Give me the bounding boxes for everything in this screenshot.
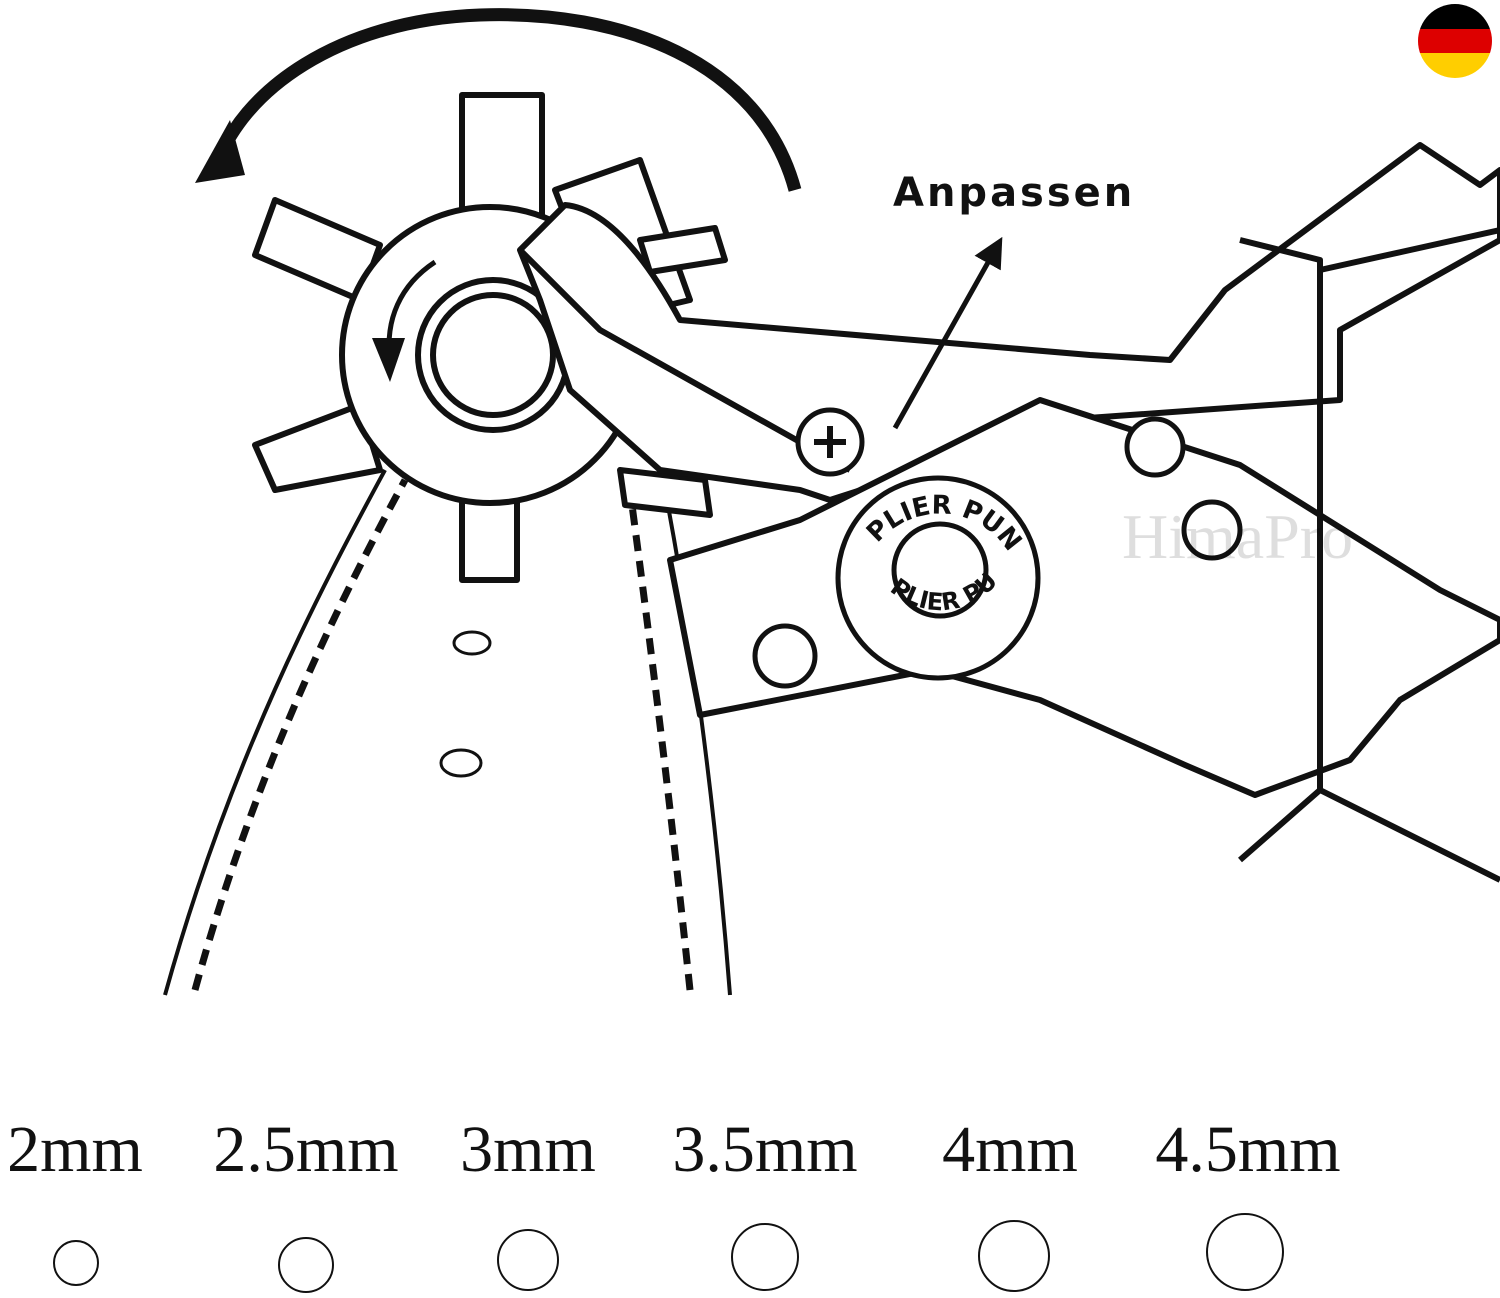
turret-rotation-arrow-icon [372, 259, 437, 382]
hole-size-item: 4mm [900, 1105, 1120, 1292]
hole-circle [1206, 1213, 1284, 1291]
hole-size-item: 4.5mm [1138, 1105, 1358, 1291]
rotation-arrow-icon [195, 8, 802, 192]
hole-circle [731, 1223, 799, 1291]
watermark: HimaPro [1122, 501, 1354, 572]
hole-size-item: 2mm [0, 1105, 185, 1286]
hole-size-label: 4.5mm [1155, 1113, 1341, 1186]
hole-circle [278, 1237, 334, 1293]
hole-size-item: 3mm [418, 1105, 638, 1291]
hole-size-item: 2.5mm [196, 1105, 416, 1293]
hole-circle [497, 1229, 559, 1291]
hole-size-label: 3.5mm [672, 1113, 858, 1186]
hole-size-legend: 2mm 2.5mm 3mm 3.5mm 4mm 4.5mm [0, 1105, 1500, 1298]
rivets [752, 416, 1243, 689]
adjustment-screw-icon [795, 407, 865, 477]
hole-size-label: 4mm [942, 1113, 1078, 1186]
germany-flag-icon [1418, 4, 1492, 78]
hole-circle [53, 1240, 99, 1286]
hole-size-label: 2.5mm [213, 1113, 399, 1186]
hole-size-label: 3mm [460, 1113, 596, 1186]
hole-circle [978, 1220, 1050, 1292]
flag-stripe-red [1418, 28, 1492, 54]
adjust-label: Anpassen [893, 170, 1136, 216]
adjust-pointer-arrow-icon [892, 236, 1003, 430]
hole-size-label: 2mm [7, 1113, 143, 1186]
hole-size-item: 3.5mm [655, 1105, 875, 1291]
leather-belt [163, 469, 732, 996]
punch-plier-illustration: PLIER PUNCH PLIER PUNCH [0, 0, 1500, 996]
